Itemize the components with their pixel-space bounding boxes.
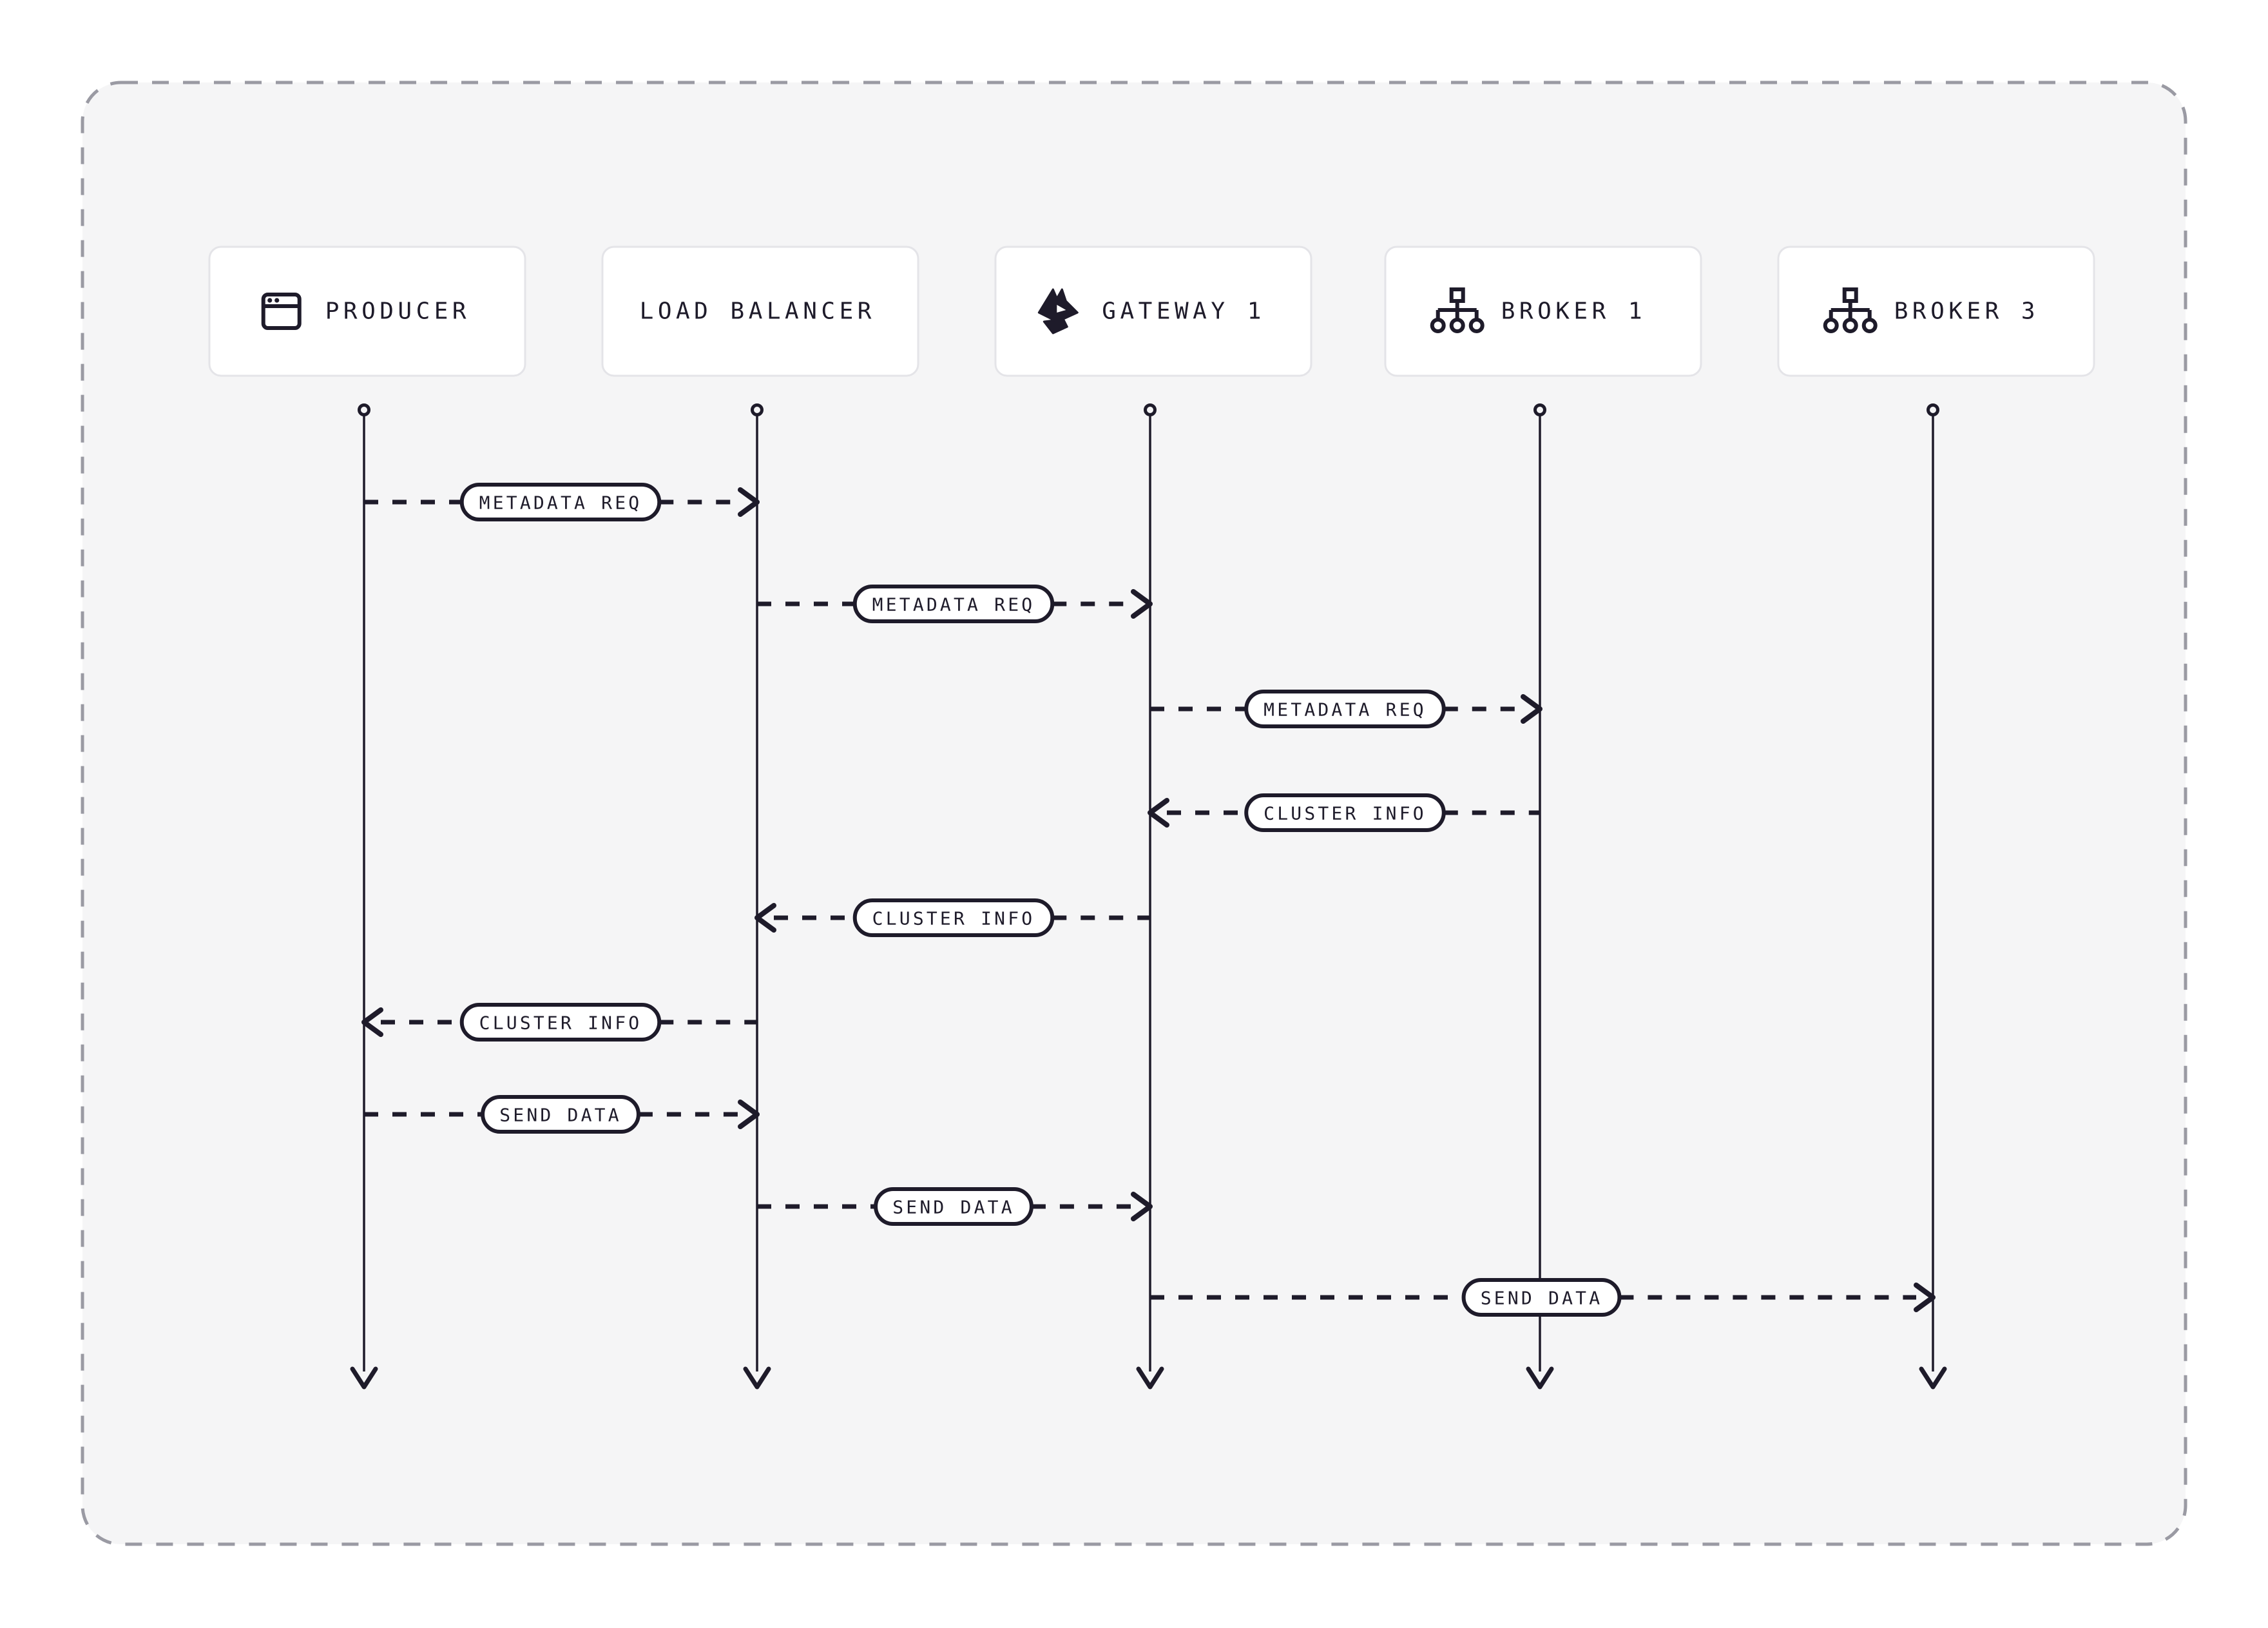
message-label-text: SEND DATA [1481,1288,1603,1309]
message-arrowhead-icon [361,1007,383,1037]
participant-broker-3[interactable]: BROKER 3 [1777,246,2095,377]
participant-box[interactable] [1777,246,2095,377]
wolf-head-icon [1037,288,1079,334]
message-label-pill[interactable] [1461,1278,1622,1317]
lifeline-head-circle-icon [1533,403,1546,416]
participant-box[interactable] [601,246,919,377]
participant-label: PRODUCER [325,298,470,325]
message-label-pill[interactable] [459,1003,662,1042]
participant-gateway-1[interactable]: GATEWAY 1 [994,246,1312,377]
message-m6[interactable]: CLUSTER INFO [361,1003,757,1042]
messages-layer: METADATA REQ METADATA REQ METADATA REQ CLUS… [361,483,1936,1317]
lifeline-head-circle-icon [358,403,370,416]
message-arrowhead-icon [1131,1192,1153,1221]
message-label-pill[interactable] [459,483,662,521]
message-label-text: METADATA REQ [872,594,1035,615]
message-arrowhead-icon [1521,694,1542,724]
participant-label: LOAD BALANCER [640,298,876,325]
participant-box[interactable] [994,246,1312,377]
message-arrowhead-icon [1148,798,1169,828]
lifeline-head-circle-icon [751,403,764,416]
lifeline-end-arrow-icon [350,1366,378,1390]
participant-box[interactable] [1384,246,1702,377]
message-m2[interactable]: METADATA REQ [757,585,1153,623]
message-label-text: CLUSTER INFO [872,908,1035,929]
message-m4[interactable]: CLUSTER INFO [1148,793,1540,832]
message-label-text: SEND DATA [499,1105,622,1126]
message-m9[interactable]: SEND DATA [1150,1278,1936,1317]
broker-network-icon [1430,287,1485,333]
message-arrowhead-icon [738,1100,760,1129]
lifeline-head-circle-icon [1144,403,1157,416]
participant-load-balancer[interactable]: LOAD BALANCER [601,246,919,377]
browser-window-icon [261,293,302,330]
diagram-frame [81,81,2187,1546]
participant-box[interactable] [208,246,526,377]
message-m1[interactable]: METADATA REQ [364,483,760,521]
message-arrowhead-icon [754,903,776,933]
message-arrowhead-icon [1914,1283,1936,1312]
lifeline-end-arrow-icon [743,1366,771,1390]
message-label-text: METADATA REQ [479,492,642,514]
message-arrowhead-icon [1131,589,1153,619]
message-label-pill[interactable] [852,898,1055,937]
message-arrowhead-icon [738,487,760,517]
lifeline-end-arrow-icon [1526,1366,1554,1390]
message-label-pill[interactable] [852,585,1055,623]
message-m7[interactable]: SEND DATA [364,1095,760,1134]
participant-producer[interactable]: PRODUCER [208,246,526,377]
message-m3[interactable]: METADATA REQ [1150,690,1542,728]
participant-label: BROKER 3 [1894,298,2039,325]
message-m5[interactable]: CLUSTER INFO [754,898,1150,937]
message-label-text: CLUSTER INFO [1264,803,1427,824]
message-m8[interactable]: SEND DATA [757,1187,1153,1226]
message-label-text: SEND DATA [892,1197,1015,1218]
participant-label: BROKER 1 [1501,298,1646,325]
lifeline-broker-3 [1919,403,1947,1390]
lifeline-head-circle-icon [1927,403,1939,416]
lifeline-gateway-1 [1136,403,1164,1390]
lifelines-layer [350,403,1947,1390]
message-label-text: CLUSTER INFO [479,1013,642,1034]
lifeline-end-arrow-icon [1136,1366,1164,1390]
participants-layer: PRODUCER LOAD BALANCER GATEWAY 1 BROKER 1 BR… [208,246,2095,377]
participant-broker-1[interactable]: BROKER 1 [1384,246,1702,377]
message-label-pill[interactable] [1244,793,1446,832]
lifeline-broker-1 [1526,403,1554,1390]
message-label-pill[interactable] [1244,690,1446,728]
message-label-pill[interactable] [874,1187,1033,1226]
participant-label: GATEWAY 1 [1102,298,1265,325]
diagram-container [81,81,2187,1546]
message-label-pill[interactable] [481,1095,640,1134]
lifeline-end-arrow-icon [1919,1366,1947,1390]
lifeline-producer [350,403,378,1390]
lifeline-load-balancer [743,403,771,1390]
message-label-text: METADATA REQ [1264,699,1427,721]
broker-network-icon [1823,287,1878,333]
